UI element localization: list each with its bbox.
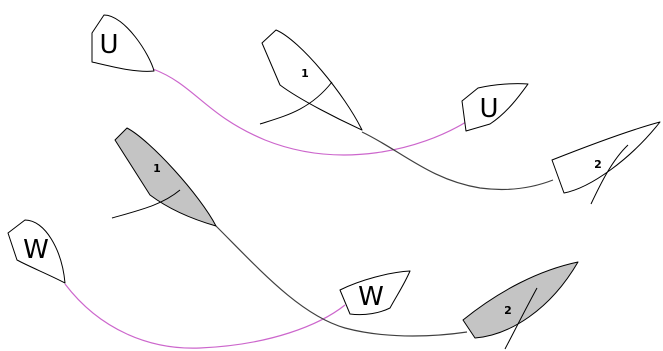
boat-hull — [114, 127, 217, 227]
boat-w-end-bottom: W — [339, 270, 411, 316]
boat-label: 1 — [153, 162, 161, 175]
boat-boom — [259, 81, 333, 125]
boat-w-start-bottom: W — [7, 219, 66, 284]
boat-label: W — [23, 235, 49, 265]
boat-hull — [91, 14, 155, 72]
boat-1-start-bottom: 1 — [111, 127, 217, 227]
track-boat-w-bottom — [64, 283, 346, 349]
boat-1-start-top: 1 — [259, 29, 363, 131]
boat-boom — [504, 287, 538, 350]
boat-hull — [462, 261, 579, 339]
boat-u-start-top: U — [91, 14, 155, 72]
boat-hull — [551, 121, 661, 194]
boat-hull — [261, 29, 363, 131]
boat-label: 2 — [504, 304, 512, 317]
boat-hull — [7, 219, 66, 284]
boat-2-end-top: 2 — [551, 121, 661, 205]
boat-label: 1 — [301, 67, 309, 80]
track-boat-1-bottom — [215, 225, 468, 337]
boat-2-end-bottom: 2 — [462, 261, 579, 350]
boat-boom — [111, 189, 181, 219]
boat-hull — [339, 270, 411, 316]
track-boat-u-top — [152, 68, 467, 156]
boat-label: 2 — [594, 158, 602, 171]
boat-boom — [590, 144, 629, 205]
boat-u-end-top: U — [461, 83, 529, 132]
boat-hull — [461, 83, 529, 132]
boat-label: U — [479, 94, 498, 124]
track-boat-1-top — [361, 131, 554, 191]
boat-label: W — [358, 282, 384, 312]
boat-label: U — [99, 30, 118, 60]
